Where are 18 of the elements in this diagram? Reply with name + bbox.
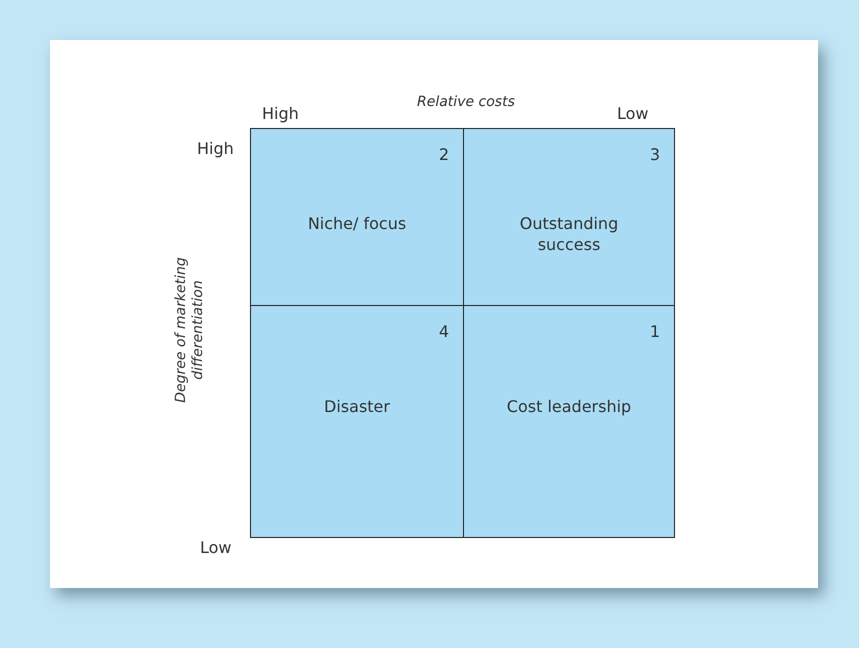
matrix-quadrant: [250, 128, 464, 306]
axis-title: Relative costs: [417, 94, 515, 110]
quadrant-label: Niche/ focus: [306, 213, 408, 234]
quadrant-number: 3: [650, 145, 660, 164]
axis-end-label: High: [197, 139, 234, 158]
axis-end-label: High: [262, 104, 299, 123]
quadrant-label: Disaster: [323, 396, 391, 417]
quadrant-label: Outstanding success: [518, 213, 620, 255]
axis-end-label: Low: [617, 104, 649, 123]
matrix-quadrant: [250, 305, 464, 538]
matrix-quadrant: [463, 128, 675, 306]
axis-end-label: Low: [200, 538, 232, 557]
quadrant-label: Cost leadership: [506, 396, 632, 417]
quadrant-number: 2: [438, 145, 449, 164]
matrix-quadrant: [463, 305, 675, 538]
quadrant-number: 4: [438, 322, 449, 341]
axis-title: Degree of marketing differentiation: [173, 256, 207, 405]
quadrant-number: 1: [650, 322, 660, 341]
